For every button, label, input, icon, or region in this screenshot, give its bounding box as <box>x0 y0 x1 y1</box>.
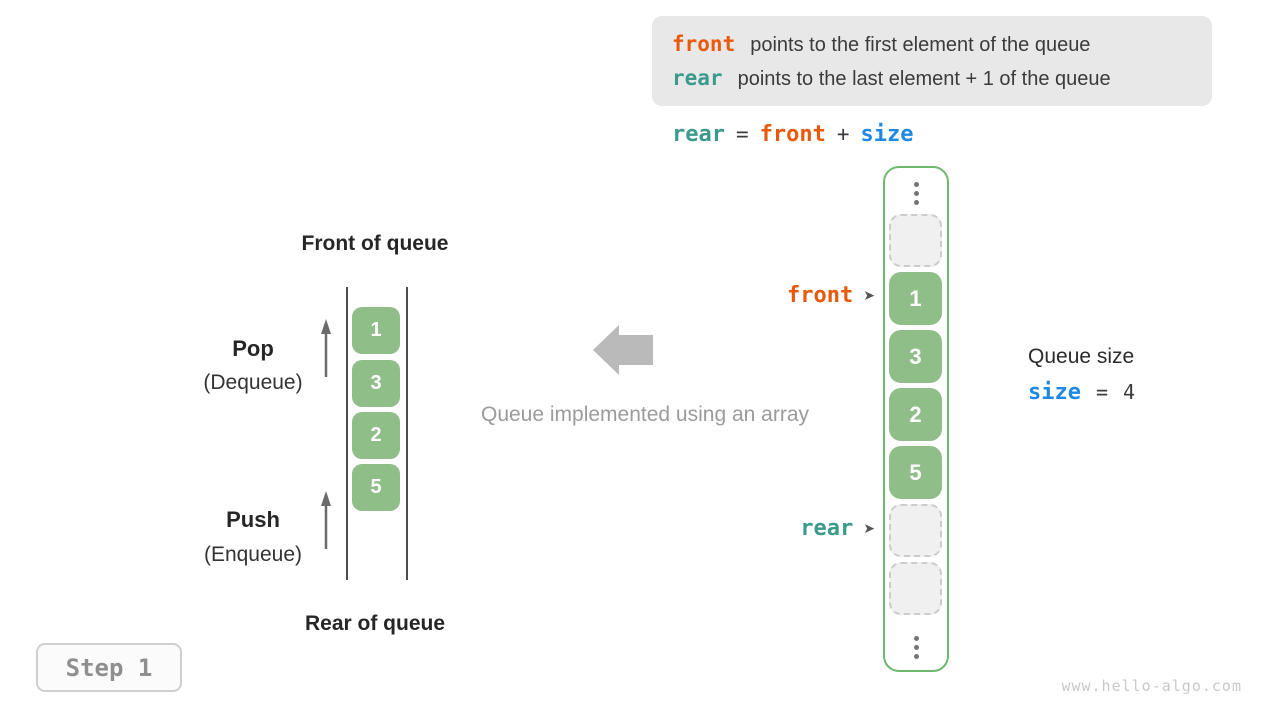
rear-definition-text: points to the last element + 1 of the qu… <box>737 67 1111 90</box>
left-queue-cell: 2 <box>352 412 400 459</box>
front-definition-text: points to the first element of the queue <box>750 33 1091 56</box>
right-channel-line <box>406 287 408 580</box>
formula-plus: + <box>836 122 850 146</box>
step-badge: Step 1 <box>36 643 182 692</box>
enqueue-label: (Enqueue) <box>203 543 303 566</box>
dequeue-label: (Dequeue) <box>203 371 303 394</box>
pop-up-arrow-icon <box>321 319 331 377</box>
ellipsis-icon <box>885 636 947 659</box>
pointer-definition-box: front points to the first element of the… <box>652 16 1212 106</box>
size-equals: = <box>1095 380 1109 404</box>
ellipsis-icon <box>885 182 947 205</box>
formula-equals: = <box>735 122 749 146</box>
array-cell: 3 <box>889 330 942 383</box>
front-of-queue-label: Front of queue <box>301 232 449 255</box>
array-cell-empty <box>889 562 942 615</box>
left-queue-cell: 3 <box>352 360 400 407</box>
size-value: 4 <box>1123 380 1136 404</box>
formula-front: front <box>759 122 826 147</box>
formula-rear: rear <box>672 122 725 147</box>
rear-pointer-label: rear <box>800 516 854 541</box>
queue-size-value-line: size = 4 <box>1028 380 1135 405</box>
pop-label: Pop <box>232 336 274 361</box>
front-definition-line: front points to the first element of the… <box>672 32 1212 57</box>
left-channel-line <box>346 287 348 580</box>
front-pointer-label: front <box>787 283 854 308</box>
rear-definition-line: rear points to the last element + 1 of t… <box>672 66 1212 91</box>
left-block-arrow-icon <box>593 325 653 375</box>
array-container: 1 3 2 5 <box>883 166 949 672</box>
array-cell: 5 <box>889 446 942 499</box>
left-queue-cell: 1 <box>352 307 400 354</box>
array-cell: 2 <box>889 388 942 441</box>
push-label: Push <box>226 507 280 532</box>
array-cell-empty <box>889 504 942 557</box>
formula-size: size <box>860 122 914 147</box>
diagram-caption: Queue implemented using an array <box>480 403 810 426</box>
front-keyword: front <box>672 31 736 56</box>
rear-pointer-arrow-icon: ➤ <box>863 520 875 537</box>
push-up-arrow-icon <box>321 491 331 549</box>
front-pointer: front ➤ <box>690 283 875 308</box>
rear-pointer: rear ➤ <box>690 516 875 541</box>
front-pointer-arrow-icon: ➤ <box>863 287 875 304</box>
left-queue-cell: 5 <box>352 464 400 511</box>
rear-of-queue-label: Rear of queue <box>304 612 446 635</box>
rear-formula: rear = front + size <box>672 122 914 147</box>
array-cell-empty <box>889 214 942 267</box>
size-keyword: size <box>1028 380 1081 405</box>
watermark: www.hello-algo.com <box>1061 677 1242 695</box>
rear-keyword: rear <box>672 65 723 90</box>
array-cell: 1 <box>889 272 942 325</box>
queue-size-label: Queue size <box>1028 345 1135 368</box>
